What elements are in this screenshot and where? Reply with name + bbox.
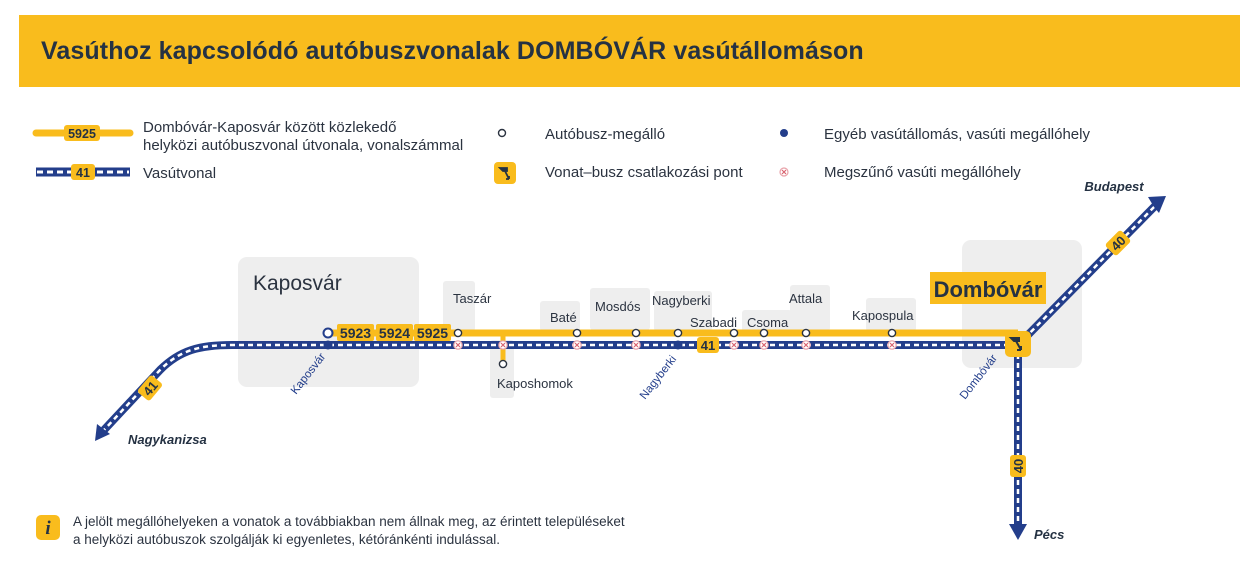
- bus-stop-nagyberki: [673, 328, 683, 338]
- bus-route: 5923 5924 5925: [328, 324, 1018, 362]
- stop-label-taszar: Taszár: [453, 291, 492, 306]
- stop-label-szabadi: Szabadi: [690, 315, 737, 330]
- arrow-pecs: [1009, 524, 1027, 540]
- arrow-nagykanizsa: [95, 424, 110, 441]
- legend-other-station-desc: Egyéb vasútállomás, vasúti megállóhely: [824, 126, 1090, 143]
- legend-other-station-icon: [780, 129, 788, 137]
- bus-stop-bate: [572, 328, 582, 338]
- transfer-kaposvar-busstop: [322, 327, 334, 339]
- legend-closed-stop-desc: Megszűnő vasúti megállóhely: [824, 164, 1021, 181]
- closed-stop-szabadi: [729, 340, 739, 350]
- bus-stop-csoma: [759, 328, 769, 338]
- destination-nagykanizsa: Nagykanizsa: [128, 432, 207, 447]
- bus-stops: [453, 328, 897, 369]
- closed-stop-attala: [801, 340, 811, 350]
- stop-label-mosdos: Mosdós: [595, 299, 641, 314]
- route-number-5923: 5923: [340, 325, 371, 341]
- destination-budapest: Budapest: [1084, 179, 1144, 194]
- legend-railway-desc: Vasútvonal: [143, 165, 217, 182]
- stop-label-kapospula: Kapospula: [852, 308, 914, 323]
- info-line-2: a helyközi autóbuszok szolgálják ki egye…: [73, 532, 500, 547]
- legend-bus-route-badge: [64, 125, 100, 141]
- info-line-1: A jelölt megállóhelyeken a vonatok a tov…: [73, 514, 625, 529]
- legend: 5925 41: [32, 125, 789, 184]
- stop-label-kaposhomok: Kaposhomok: [497, 376, 573, 391]
- closed-rail-stops: [453, 340, 897, 350]
- closed-stop-kapospula: [887, 340, 897, 350]
- legend-bus-stop-icon: [497, 128, 507, 138]
- info-note: A jelölt megállóhelyeken a vonatok a tov…: [73, 513, 625, 549]
- closed-stop-mosdos: [631, 340, 641, 350]
- rail-station-kaposvar: [323, 340, 333, 350]
- railway-lines: [95, 196, 1166, 540]
- destination-pecs: Pécs: [1034, 527, 1064, 542]
- closed-stop-taszar: [453, 340, 463, 350]
- stop-label-attala: Attala: [789, 291, 823, 306]
- route-number-5925: 5925: [417, 325, 448, 341]
- legend-bus-stop-desc: Autóbusz-megálló: [545, 126, 666, 143]
- rail-badge-40-south: 40: [1011, 459, 1026, 473]
- rail-station-nagyberki: [673, 340, 683, 350]
- bus-stop-mosdos: [631, 328, 641, 338]
- stop-label-bate: Baté: [550, 310, 577, 325]
- page-title: Vasúthoz kapcsolódó autóbuszvonalak DOMB…: [41, 37, 864, 65]
- closed-stop-kaposhomok: [498, 340, 508, 350]
- stop-label-nagyberki: Nagyberki: [652, 293, 711, 308]
- legend-railway-number: 41: [76, 166, 90, 180]
- bus-stop-kaposhomok: [498, 359, 508, 369]
- legend-bus-route-desc-2: helyközi autóbuszvonal útvonala, vonalsz…: [143, 137, 464, 154]
- rail-stations: [322, 327, 683, 350]
- town-area-kaposvar: [238, 257, 419, 387]
- svg-text:i: i: [45, 518, 51, 539]
- legend-transfer-desc: Vonat–busz csatlakozási pont: [545, 164, 743, 181]
- info-icon: [36, 515, 60, 540]
- legend-bus-route-number: 5925: [68, 127, 96, 141]
- town-label-dombovar: Dombóvár: [934, 277, 1043, 302]
- bus-stop-taszar: [453, 328, 463, 338]
- closed-stop-csoma: [759, 340, 769, 350]
- bus-stop-attala: [801, 328, 811, 338]
- station-label-nagyberki: Nagyberki: [638, 354, 679, 402]
- header-banner: Vasúthoz kapcsolódó autóbuszvonalak DOMB…: [19, 15, 1240, 87]
- bus-stop-kapospula: [887, 328, 897, 338]
- stop-label-csoma: Csoma: [747, 315, 789, 330]
- bus-stop-szabadi: [729, 328, 739, 338]
- route-number-5924: 5924: [379, 325, 410, 341]
- legend-bus-route-desc-1: Dombóvár-Kaposvár között közlekedő: [143, 119, 397, 136]
- rail-badge-41-main: 41: [701, 338, 715, 353]
- arrow-budapest: [1148, 196, 1166, 213]
- town-label-kaposvar: Kaposvár: [253, 272, 342, 295]
- closed-stop-bate: [572, 340, 582, 350]
- legend-railway-badge: [71, 164, 95, 180]
